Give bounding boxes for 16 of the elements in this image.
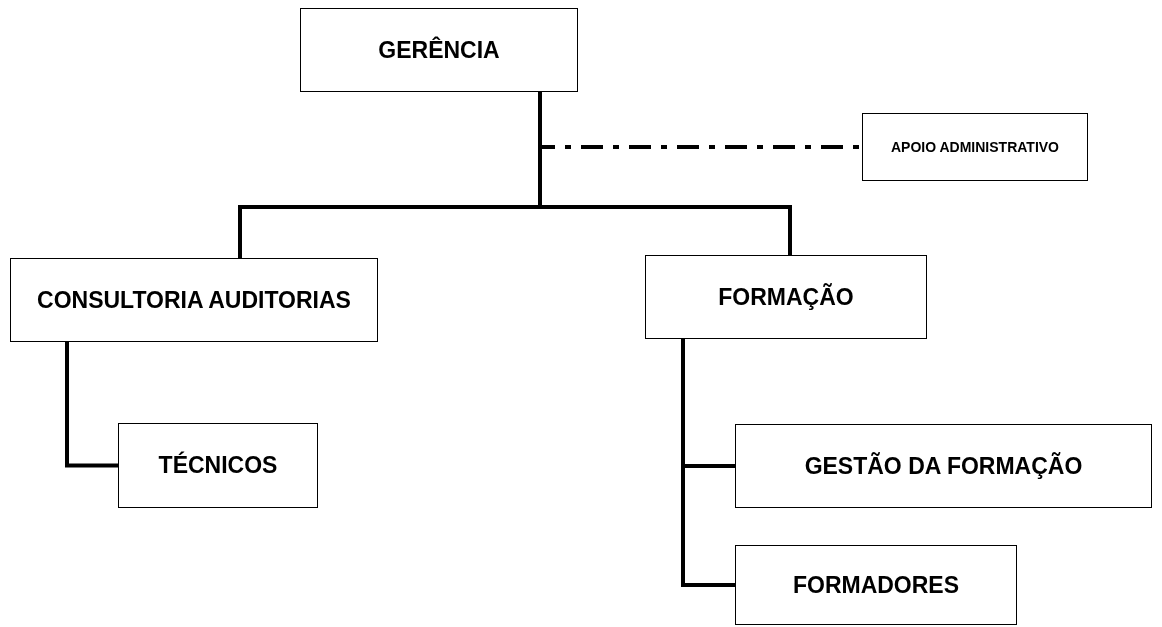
org-box	[118, 423, 318, 508]
box-label: TÉCNICOS	[157, 450, 279, 481]
box-label: GERÊNCIA	[377, 35, 501, 65]
org-box	[10, 258, 378, 342]
box-label: FORMADORES	[791, 570, 961, 600]
box-label: GESTÃO DA FORMAÇÃO	[803, 451, 1084, 481]
connector-line	[65, 342, 118, 468]
box-label: CONSULTORIA AUDITORIAS	[36, 286, 352, 315]
box-label: FORMAÇÃO	[717, 282, 855, 312]
org-box	[735, 545, 1017, 625]
box-label: APOIO ADMINISTRATIVO	[890, 138, 1060, 156]
org-box	[862, 113, 1088, 181]
org-box	[645, 255, 927, 339]
connector-line	[538, 92, 792, 255]
org-box	[300, 8, 578, 92]
org-box	[735, 424, 1152, 508]
